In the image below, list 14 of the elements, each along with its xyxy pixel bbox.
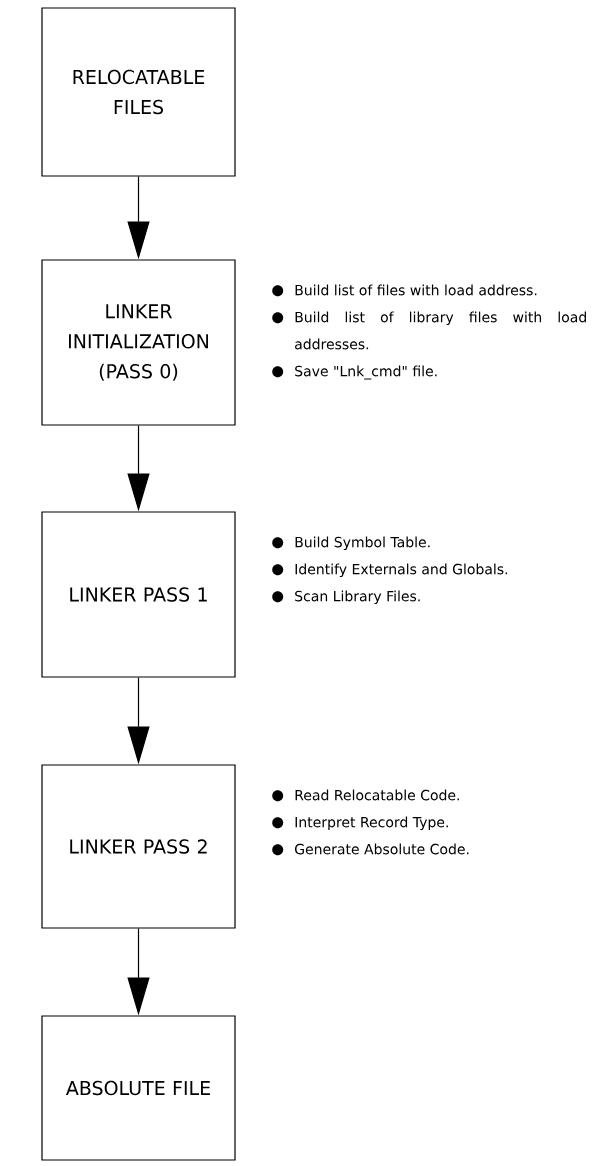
- bullet-item: Identify Externals and Globals.: [272, 563, 508, 578]
- process-box: LINKER PASS 1: [41, 511, 236, 678]
- bullet-item: Generate Absolute Code.: [272, 843, 469, 856]
- bullet-item: Save "Lnk_cmd" file.: [272, 365, 437, 380]
- process-box: RELOCATABLE FILES: [41, 7, 236, 177]
- process-box: ABSOLUTE FILE: [41, 1015, 236, 1161]
- bullet-item: Scan Library Files.: [272, 590, 420, 605]
- bullet-item: Interpret Record Type.: [272, 816, 448, 831]
- process-box: LINKER PASS 2: [41, 764, 236, 929]
- process-box: LINKER INITIALIZATION (PASS 0): [41, 259, 236, 426]
- bullet-item: Build list of library files with load addresses.: [272, 311, 586, 350]
- bullet-item: Build Symbol Table.: [272, 536, 430, 551]
- bullet-item: Build list of files with load address.: [272, 284, 537, 297]
- bullet-item: Read Relocatable Code.: [272, 789, 459, 802]
